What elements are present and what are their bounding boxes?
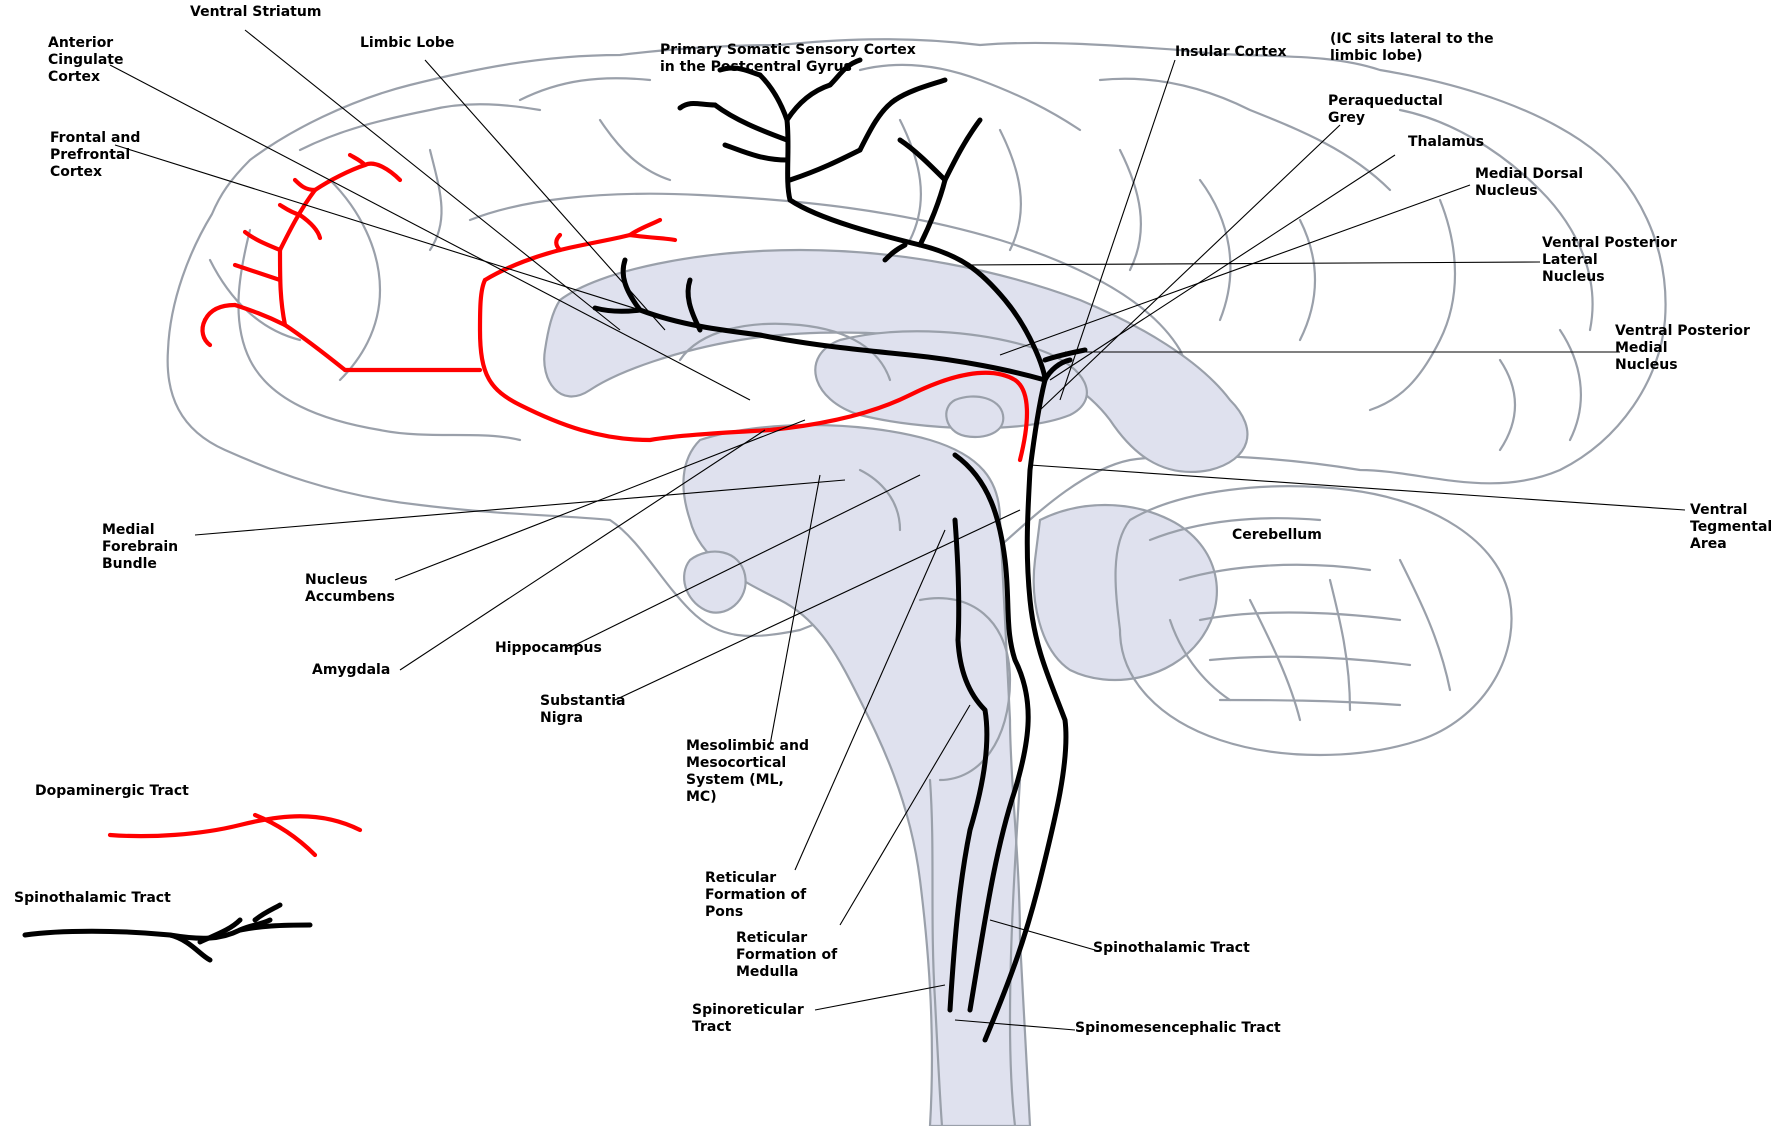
label-hippocampus: Hippocampus [495, 640, 602, 657]
label-anterior-cingulate: Anterior Cingulate Cortex [48, 35, 123, 86]
label-medial-dorsal: Medial Dorsal Nucleus [1475, 166, 1583, 200]
label-vpm: Ventral Posterior Medial Nucleus [1615, 323, 1750, 374]
label-spinothalamic-tract: Spinothalamic Tract [1093, 940, 1250, 957]
label-spinomesencephalic-tract: Spinomesencephalic Tract [1075, 1020, 1281, 1037]
label-periaqueductal-grey: Peraqueductal Grey [1328, 93, 1443, 127]
label-ventral-striatum: Ventral Striatum [190, 4, 321, 21]
label-spinoreticular-tract: Spinoreticular Tract [692, 1002, 804, 1036]
label-primary-somatic: Primary Somatic Sensory Cortex in the Po… [660, 42, 916, 76]
label-amygdala: Amygdala [312, 662, 390, 679]
label-substantia-nigra: Substantia Nigra [540, 693, 625, 727]
label-cerebellum: Cerebellum [1232, 527, 1322, 544]
label-vpl: Ventral Posterior Lateral Nucleus [1542, 235, 1677, 286]
legend-dopaminergic-label: Dopaminergic Tract [35, 783, 189, 800]
label-thalamus: Thalamus [1408, 134, 1484, 151]
label-nucleus-accumbens: Nucleus Accumbens [305, 572, 395, 606]
label-medial-forebrain: Medial Forebrain Bundle [102, 522, 178, 573]
label-insular-cortex: Insular Cortex [1175, 44, 1287, 61]
label-limbic-lobe: Limbic Lobe [360, 35, 454, 52]
label-ic-note: (IC sits lateral to the limbic lobe) [1330, 31, 1494, 65]
label-mesolimbic: Mesolimbic and Mesocortical System (ML, … [686, 738, 809, 806]
label-reticular-medulla: Reticular Formation of Medulla [736, 930, 837, 981]
label-vta: Ventral Tegmental Area [1690, 502, 1772, 553]
legend-spinothalamic-label: Spinothalamic Tract [14, 890, 171, 907]
label-reticular-pons: Reticular Formation of Pons [705, 870, 806, 921]
label-frontal-prefrontal: Frontal and Prefrontal Cortex [50, 130, 140, 181]
